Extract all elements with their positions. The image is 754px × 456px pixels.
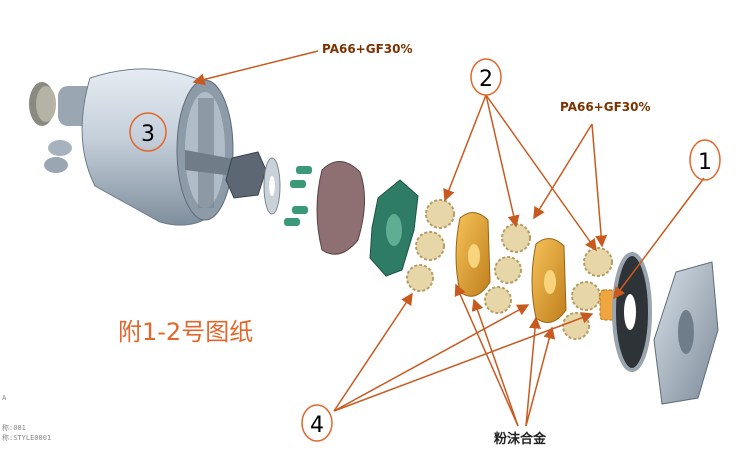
corner-note-1: A	[2, 394, 7, 402]
material-label-top: PA66+GF30%	[322, 42, 413, 56]
callout-2: 2	[470, 58, 502, 96]
callout-2-label: 2	[479, 67, 493, 92]
planet-gears-stage2	[484, 223, 531, 314]
planet-gears-stage3	[562, 247, 613, 340]
corner-note-3: 称:STYLE0001	[2, 434, 52, 442]
motor-housing	[29, 68, 234, 226]
callout-4: 4	[301, 404, 333, 442]
planet-gears-stage1	[406, 199, 455, 292]
ring-plate	[612, 252, 652, 372]
powder-alloy-label: 粉沫合金	[494, 432, 547, 447]
callout-1-label: 1	[698, 150, 712, 175]
callout-3-label: 3	[141, 122, 155, 147]
callout-1: 1	[689, 139, 721, 181]
material-label-right: PA66+GF30%	[560, 100, 651, 114]
planet-carrier-1	[455, 212, 491, 297]
end-plate	[653, 261, 719, 405]
cam-disc	[316, 161, 366, 255]
green-spacer	[369, 179, 419, 277]
washer	[263, 157, 281, 215]
drawing-title: 附1-2号图纸	[118, 318, 254, 346]
drive-shaft	[185, 150, 267, 199]
green-pins	[284, 166, 312, 226]
planet-carrier-2	[531, 238, 567, 323]
callout-3: 3	[129, 112, 167, 152]
annotation-arrows	[192, 50, 705, 427]
corner-note-2: 称:001	[2, 424, 26, 432]
callout-4-label: 4	[310, 413, 324, 438]
